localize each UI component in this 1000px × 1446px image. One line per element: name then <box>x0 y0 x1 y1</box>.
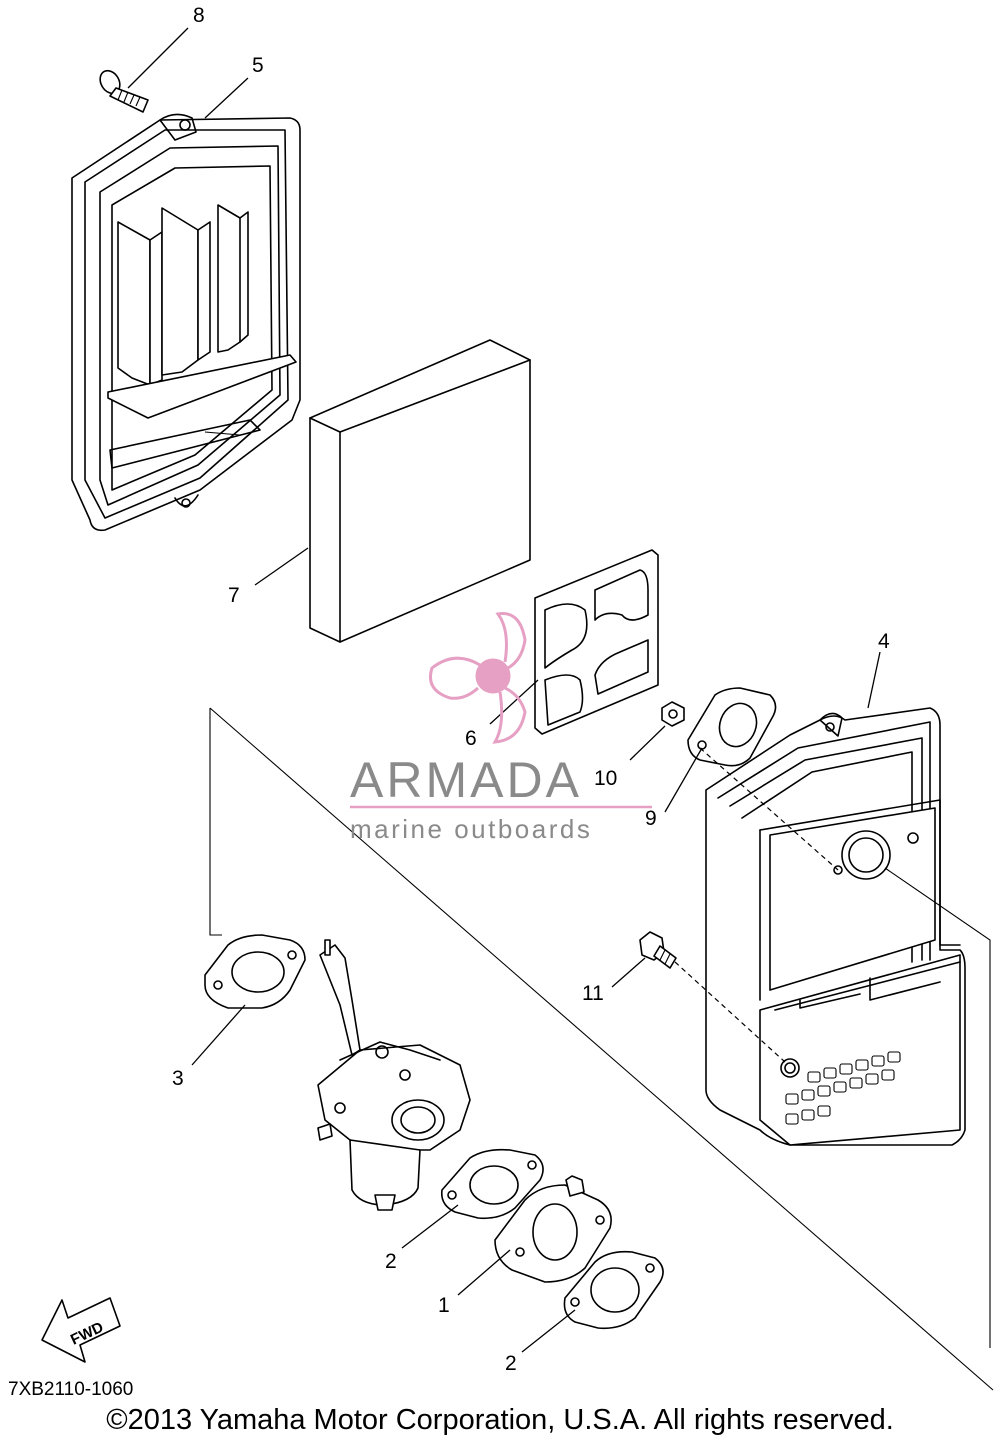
part-8-screw <box>99 69 149 113</box>
part-1-insulator <box>494 1175 612 1283</box>
callout-4: 4 <box>878 630 890 653</box>
callout-6: 6 <box>465 727 477 750</box>
callout-2-upper: 2 <box>385 1250 397 1273</box>
part-11-bolt <box>639 931 677 969</box>
callout-8: 8 <box>193 4 205 27</box>
assembly-lines <box>209 707 994 1391</box>
callout-1: 1 <box>438 1294 450 1317</box>
part-3-gasket <box>204 934 306 1009</box>
callout-2-lower: 2 <box>505 1352 517 1375</box>
part-2-gasket-lower <box>563 1250 664 1330</box>
fwd-arrow: FWD <box>41 1297 121 1363</box>
carburetor <box>317 939 471 1211</box>
armada-watermark: ARMADA marine outboards <box>350 612 652 844</box>
callout-3: 3 <box>172 1067 184 1090</box>
propeller-logo-icon <box>429 612 527 744</box>
callout-numbers: 8 5 7 6 4 10 9 11 3 2 1 2 <box>172 4 890 1375</box>
part-7-filter-element <box>309 339 531 643</box>
part-10-nut <box>661 701 685 727</box>
part-number: 7XB2110-1060 <box>8 1379 134 1400</box>
part-5-air-box-case <box>71 113 301 532</box>
callout-9: 9 <box>645 807 657 830</box>
watermark-title: ARMADA <box>350 752 582 808</box>
part-9-gasket <box>687 687 777 767</box>
part-2-gasket-upper <box>440 1148 544 1220</box>
callout-7: 7 <box>228 584 240 607</box>
watermark-subtitle: marine outboards <box>350 814 592 844</box>
callout-11: 11 <box>582 982 604 1005</box>
callout-10: 10 <box>594 767 617 790</box>
part-6-gasket <box>534 549 659 735</box>
leader-lines <box>127 27 881 1353</box>
part-4-air-box-cover <box>705 707 966 1146</box>
callout-5: 5 <box>252 54 264 77</box>
copyright-notice: ©2013 Yamaha Motor Corporation, U.S.A. A… <box>106 1404 894 1436</box>
